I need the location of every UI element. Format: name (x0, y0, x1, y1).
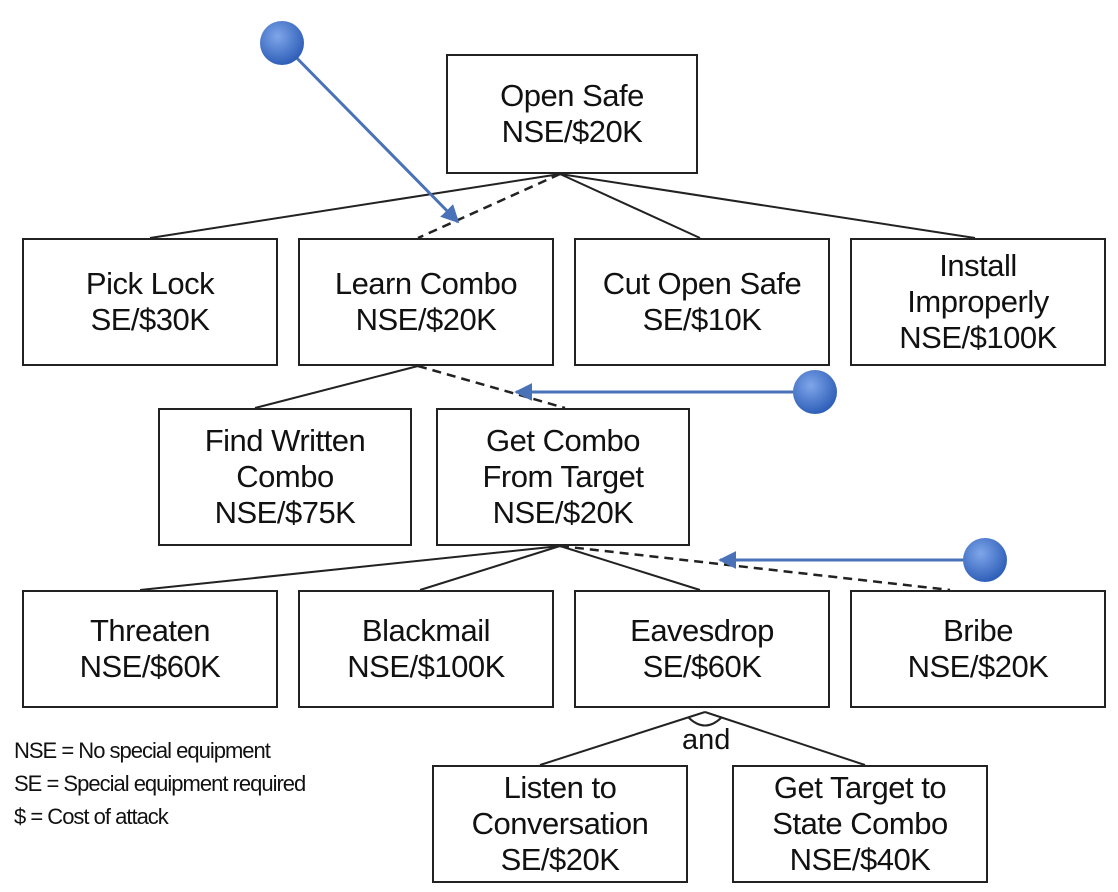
node-listen-to-conversation-line-2: Conversation (471, 806, 649, 841)
edge-open-safe-install-improperly (559, 173, 976, 239)
node-listen-to-conversation: Listen to Conversation SE/$20K (432, 765, 688, 883)
node-cut-open-safe-line-2: SE/$10K (642, 302, 762, 337)
node-open-safe: Open Safe NSE/$20K (446, 54, 698, 174)
edge-get-combo-bribe (559, 544, 951, 592)
node-bribe-line-2: NSE/$20K (907, 649, 1049, 684)
edge-learn-combo-find-written (254, 365, 419, 409)
node-get-combo-from-target: Get Combo From Target NSE/$20K (436, 408, 690, 546)
pointer-marker-2 (793, 370, 837, 414)
edge-learn-combo-get-combo (417, 364, 566, 410)
node-install-improperly-line-2: Improperly (907, 284, 1049, 319)
node-find-written-combo-line-1: Find Written (204, 423, 366, 458)
legend-item-cost: $ = Cost of attack (14, 804, 169, 829)
node-install-improperly-line-1: Install (939, 248, 1017, 283)
node-listen-to-conversation-line-1: Listen to (503, 770, 617, 805)
legend-item-se: SE = Special equipment required (14, 771, 306, 796)
node-get-target-to-state-combo-line-3: NSE/$40K (789, 842, 931, 877)
and-arc (687, 716, 723, 727)
node-listen-to-conversation-line-3: SE/$20K (500, 842, 620, 877)
edge-open-safe-pick-lock (149, 173, 561, 239)
node-threaten-line-1: Threaten (89, 613, 211, 648)
node-bribe-line-1: Bribe (943, 613, 1013, 648)
node-get-target-to-state-combo: Get Target to State Combo NSE/$40K (732, 765, 988, 883)
node-find-written-combo: Find Written Combo NSE/$75K (158, 408, 412, 546)
node-learn-combo: Learn Combo NSE/$20K (298, 238, 554, 366)
edge-eavesdrop-listen (539, 711, 706, 766)
node-pick-lock: Pick Lock SE/$30K (22, 238, 278, 366)
node-blackmail-line-1: Blackmail (361, 613, 491, 648)
node-learn-combo-line-1: Learn Combo (334, 266, 518, 301)
legend: NSE = No special equipment SE = Special … (14, 734, 306, 833)
node-open-safe-line-1: Open Safe (500, 78, 644, 113)
node-get-target-to-state-combo-line-1: Get Target to (773, 770, 947, 805)
edge-open-safe-learn-combo (417, 172, 561, 240)
node-threaten: Threaten NSE/$60K (22, 590, 278, 708)
node-bribe: Bribe NSE/$20K (850, 590, 1106, 708)
node-threaten-line-2: NSE/$60K (79, 649, 221, 684)
and-gate-label: and (682, 724, 731, 756)
node-blackmail: Blackmail NSE/$100K (298, 590, 554, 708)
edge-eavesdrop-get-target (704, 711, 866, 766)
node-get-combo-from-target-line-1: Get Combo (485, 423, 641, 458)
legend-item-nse: NSE = No special equipment (14, 738, 271, 763)
edge-open-safe-cut-open-safe (559, 173, 701, 239)
node-get-target-to-state-combo-line-2: State Combo (772, 806, 948, 841)
node-cut-open-safe-line-1: Cut Open Safe (602, 266, 802, 301)
node-blackmail-line-2: NSE/$100K (347, 649, 505, 684)
edge-get-combo-threaten (139, 545, 561, 591)
node-cut-open-safe: Cut Open Safe SE/$10K (574, 238, 830, 366)
node-get-combo-from-target-line-2: From Target (482, 459, 644, 494)
node-pick-lock-line-1: Pick Lock (85, 266, 215, 301)
node-learn-combo-line-2: NSE/$20K (355, 302, 497, 337)
node-pick-lock-line-2: SE/$30K (90, 302, 210, 337)
node-get-combo-from-target-line-3: NSE/$20K (492, 495, 634, 530)
pointer-marker-3 (963, 538, 1007, 582)
node-install-improperly-line-3: NSE/$100K (899, 320, 1057, 355)
node-find-written-combo-line-2: Combo (236, 459, 334, 494)
node-eavesdrop: Eavesdrop SE/$60K (574, 590, 830, 708)
node-find-written-combo-line-3: NSE/$75K (214, 495, 356, 530)
node-eavesdrop-line-2: SE/$60K (642, 649, 762, 684)
edge-get-combo-eavesdrop (559, 545, 701, 591)
node-open-safe-line-2: NSE/$20K (501, 114, 643, 149)
edge-get-combo-blackmail (419, 545, 561, 591)
node-install-improperly: Install Improperly NSE/$100K (850, 238, 1106, 366)
pointer-marker-1 (260, 21, 304, 65)
pointer-arrow-1 (280, 41, 460, 224)
node-eavesdrop-line-1: Eavesdrop (630, 613, 774, 648)
